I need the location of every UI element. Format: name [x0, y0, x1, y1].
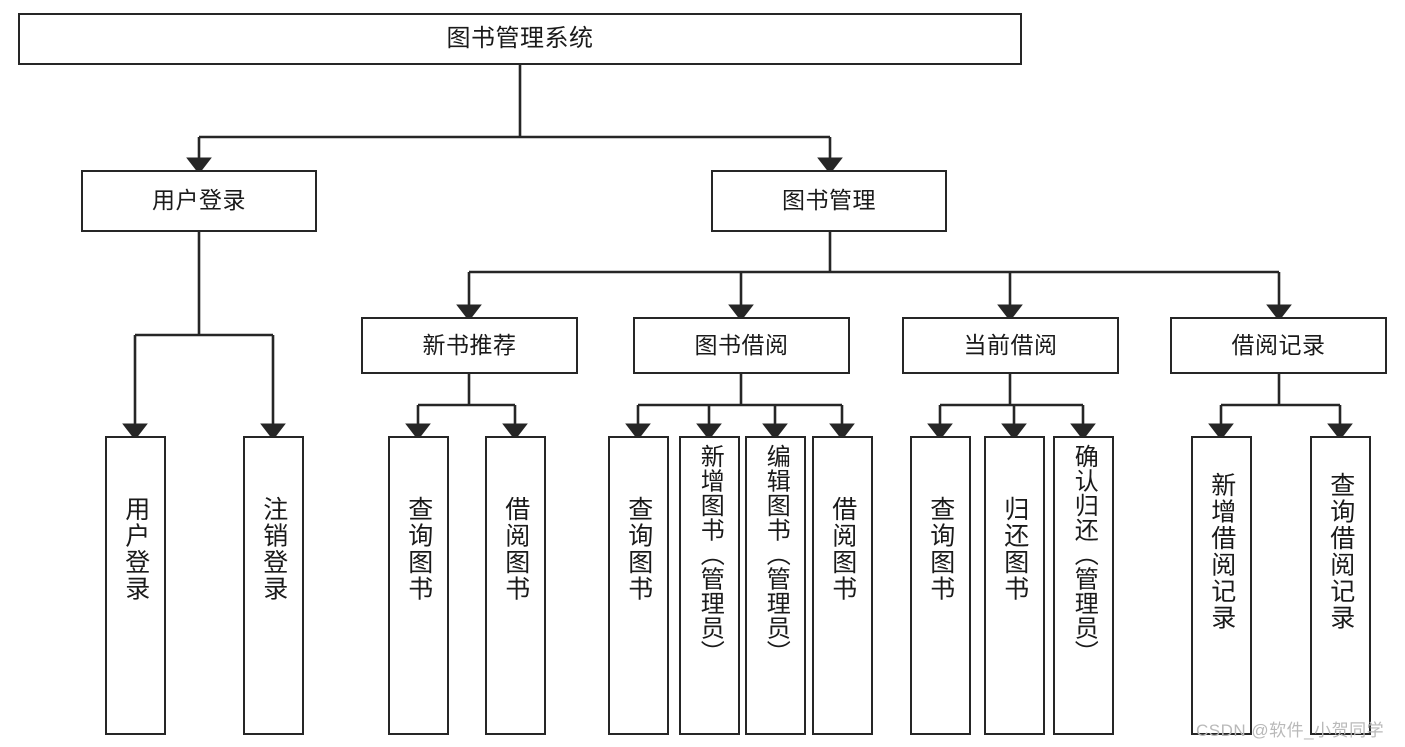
leaf-query-book-borrow[interactable]: 查询图书 [608, 436, 669, 735]
leaf-edit-book-label: 编辑图书（管理员） [762, 444, 790, 665]
node-book-borrow[interactable]: 图书借阅 [633, 317, 850, 374]
leaf-borrow-book[interactable]: 借阅图书 [812, 436, 873, 735]
node-book-manage-label: 图书管理 [782, 187, 876, 214]
node-new-book-rec-label: 新书推荐 [422, 331, 517, 358]
leaf-return-book-label: 归还图书 [1000, 496, 1029, 602]
leaf-query-book-borrow-label: 查询图书 [624, 496, 653, 602]
node-book-borrow-label: 图书借阅 [694, 331, 789, 358]
leaf-add-borrow-record-label: 新增借阅记录 [1207, 472, 1236, 631]
node-borrow-record-label: 借阅记录 [1231, 331, 1326, 358]
leaf-user-logout[interactable]: 注销登录 [243, 436, 304, 735]
leaf-edit-book[interactable]: 编辑图书（管理员） [745, 436, 806, 735]
leaf-query-book-rec-label: 查询图书 [404, 496, 433, 602]
leaf-query-book-rec[interactable]: 查询图书 [388, 436, 449, 735]
csdn-watermark: CSDN @软件_小贺同学 [1196, 721, 1385, 740]
node-root-label: 图书管理系统 [446, 24, 594, 52]
leaf-borrow-book-rec-label: 借阅图书 [501, 496, 530, 602]
node-root[interactable]: 图书管理系统 [18, 13, 1022, 65]
leaf-add-borrow-record[interactable]: 新增借阅记录 [1191, 436, 1252, 735]
leaf-user-login-label: 用户登录 [121, 496, 150, 602]
leaf-query-book-current-label: 查询图书 [926, 496, 955, 602]
leaf-user-logout-label: 注销登录 [259, 496, 288, 602]
leaf-add-book-label: 新增图书（管理员） [696, 444, 724, 665]
node-book-manage[interactable]: 图书管理 [711, 170, 947, 232]
leaf-borrow-book-rec[interactable]: 借阅图书 [485, 436, 546, 735]
leaf-add-book[interactable]: 新增图书（管理员） [679, 436, 740, 735]
node-new-book-rec[interactable]: 新书推荐 [361, 317, 578, 374]
leaf-query-borrow-record[interactable]: 查询借阅记录 [1310, 436, 1371, 735]
leaf-query-book-current[interactable]: 查询图书 [910, 436, 971, 735]
node-user-login[interactable]: 用户登录 [81, 170, 317, 232]
leaf-return-book[interactable]: 归还图书 [984, 436, 1045, 735]
leaf-borrow-book-label: 借阅图书 [828, 496, 857, 602]
leaf-query-borrow-record-label: 查询借阅记录 [1326, 472, 1355, 631]
node-current-borrow-label: 当前借阅 [963, 331, 1058, 358]
node-user-login-label: 用户登录 [152, 187, 246, 214]
leaf-user-login[interactable]: 用户登录 [105, 436, 166, 735]
node-borrow-record[interactable]: 借阅记录 [1170, 317, 1387, 374]
node-current-borrow[interactable]: 当前借阅 [902, 317, 1119, 374]
leaf-confirm-return[interactable]: 确认归还（管理员） [1053, 436, 1114, 735]
leaf-confirm-return-label: 确认归还（管理员） [1070, 444, 1098, 665]
